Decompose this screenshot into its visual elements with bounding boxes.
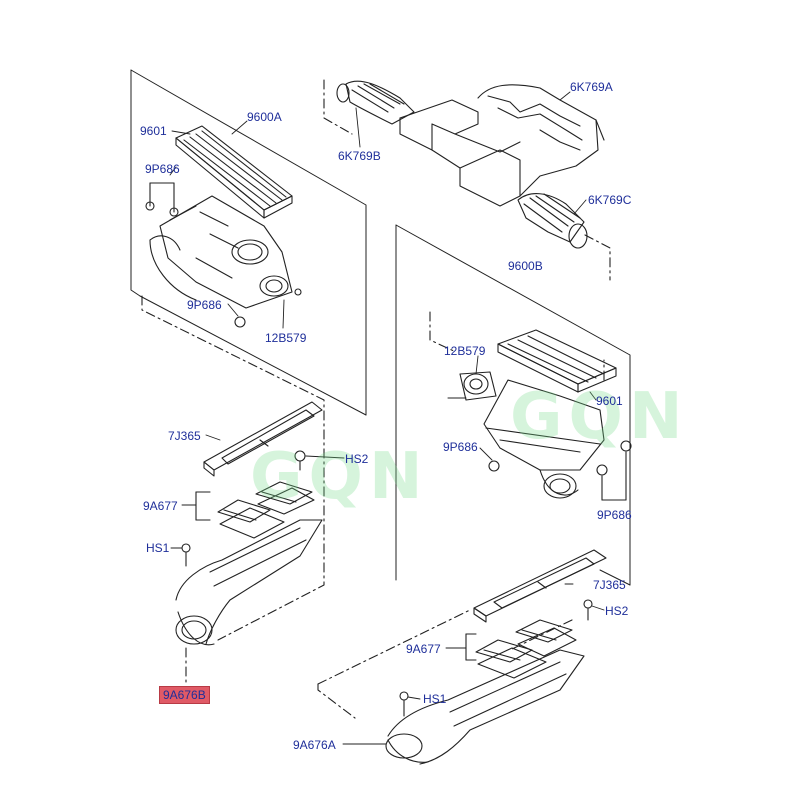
part-label-7j365-right: 7J365 xyxy=(593,578,626,592)
part-label-6k769b: 6K769B xyxy=(338,149,381,163)
air-duct-gasket-7j365-left xyxy=(203,401,323,477)
part-label-6k769c: 6K769C xyxy=(588,193,632,207)
frame-lines xyxy=(130,69,631,586)
part-label-hs2-left: HS2 xyxy=(345,452,369,466)
part-label-9p686-mid-left: 9P686 xyxy=(187,298,222,312)
part-label-hs2-right: HS2 xyxy=(605,604,629,618)
part-label-9a676a: 9A676A xyxy=(293,738,336,752)
air-cleaner-housing-right xyxy=(447,371,632,501)
label-leaders xyxy=(169,91,605,745)
part-label-9a677-left: 9A677 xyxy=(143,499,178,513)
air-cleaner-housing-left xyxy=(145,182,302,328)
part-label-9601-right: 9601 xyxy=(596,394,623,408)
part-label-9601-left: 9601 xyxy=(140,124,167,138)
part-label-9a676b: 9A676B xyxy=(159,686,210,704)
part-label-9p686-right-mid: 9P686 xyxy=(443,440,478,454)
part-label-12b579-right: 12B579 xyxy=(444,344,486,358)
air-duct-gasket-7j365-right xyxy=(473,549,607,623)
intake-resonator xyxy=(336,80,605,207)
duct-insert-9a677-right xyxy=(465,599,593,679)
part-label-7j365-left: 7J365 xyxy=(168,429,201,443)
air-intake-duct-9a676a xyxy=(385,649,585,765)
intake-bellows-6k769c xyxy=(517,193,588,249)
part-label-9600b: 9600B xyxy=(508,259,543,273)
air-filter-9601-left xyxy=(175,125,293,219)
part-label-12b579-left: 12B579 xyxy=(265,331,307,345)
duct-insert-9a677-left xyxy=(195,450,315,539)
part-label-hs1-left: HS1 xyxy=(146,541,170,555)
dashed-leaders xyxy=(141,79,611,719)
part-label-6k769a: 6K769A xyxy=(570,80,613,94)
air-intake-duct-9a676b xyxy=(175,519,323,646)
part-label-9p686-right-bot: 9P686 xyxy=(597,508,632,522)
part-label-9a677-right: 9A677 xyxy=(406,642,441,656)
part-label-9p686-top-left: 9P686 xyxy=(145,162,180,176)
part-label-9600a: 9600A xyxy=(247,110,282,124)
part-label-hs1-right: HS1 xyxy=(423,692,447,706)
air-filter-9601-right xyxy=(497,329,617,393)
